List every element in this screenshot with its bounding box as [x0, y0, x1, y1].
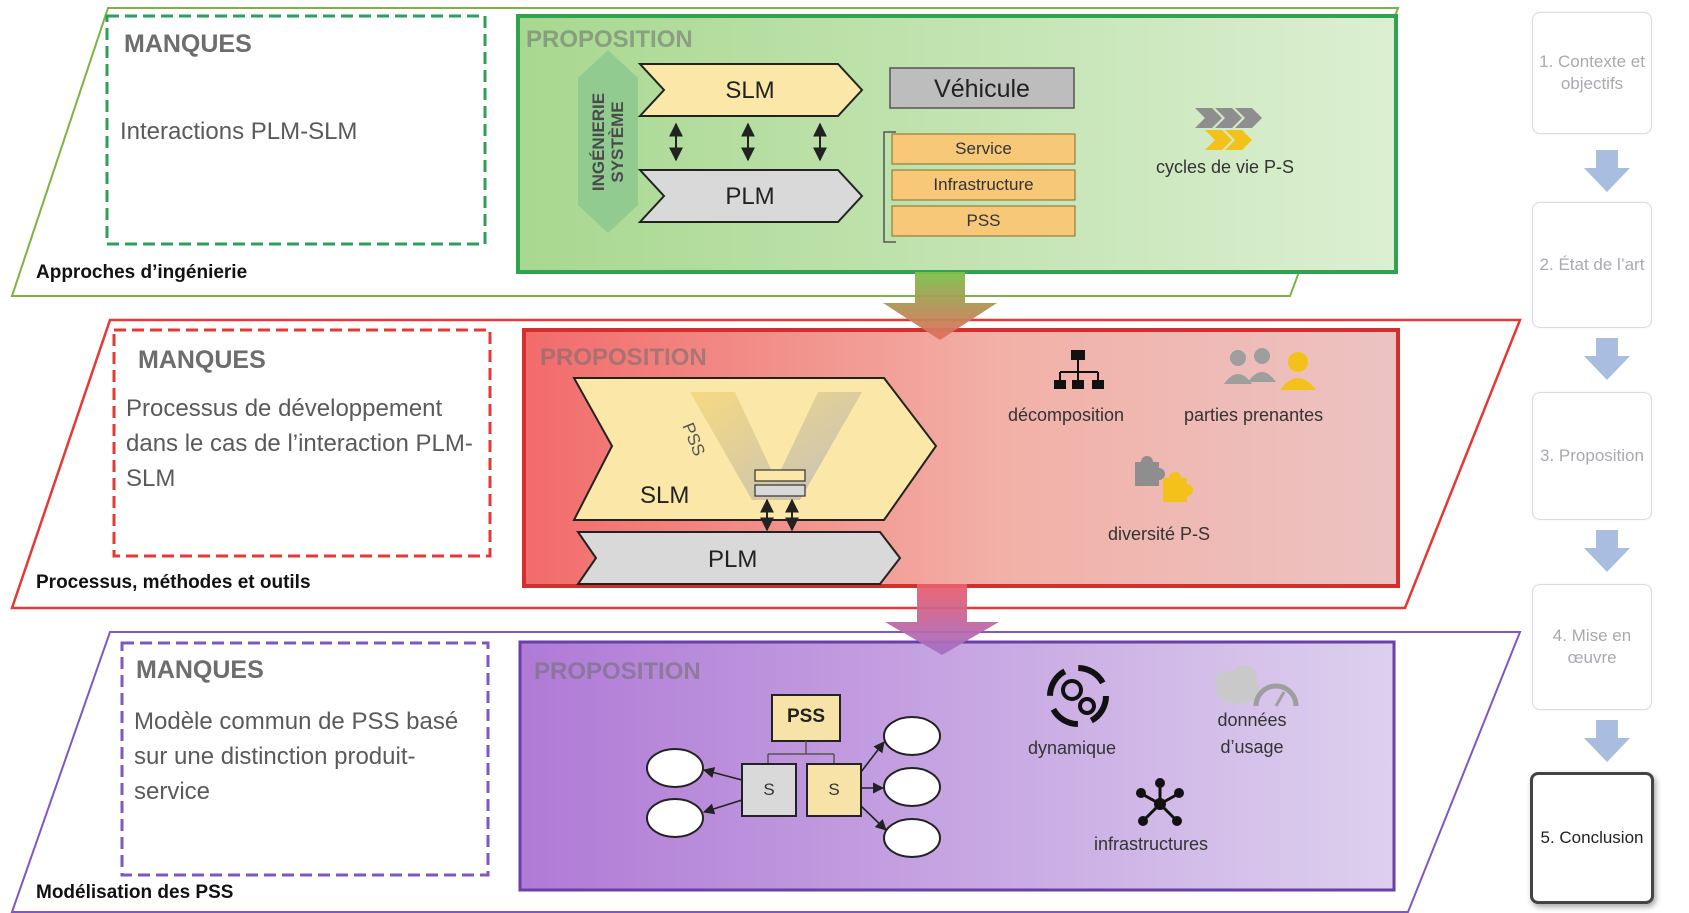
service-box — [891, 133, 1076, 165]
systems-engineering-label: INGÉNIERIE SYSTÈME — [581, 81, 635, 203]
sidebar-step-5[interactable]: 5. Conclusion — [1530, 772, 1654, 904]
plm-chevron-2 — [576, 531, 902, 585]
sidebar-step-2[interactable]: 2. État de l’art — [1532, 202, 1652, 328]
pss-node-label: PSS — [786, 706, 826, 727]
edge-2 — [702, 799, 743, 815]
service-label: Service — [955, 139, 1012, 158]
cycles-label: cycles de vie P-S — [1156, 157, 1295, 177]
dynamique-label: dynamique — [1028, 738, 1117, 758]
edge-1 — [702, 767, 743, 781]
manques-title-engineering: MANQUES — [124, 30, 252, 58]
gears-cycle-icon — [1047, 665, 1109, 727]
sidebar-step-1-label: 1. Contexte et objectifs — [1539, 52, 1645, 93]
pss-box — [891, 205, 1076, 237]
pss-label-1: PSS — [966, 211, 1001, 230]
ellipse-node-2 — [646, 798, 704, 838]
sidebar-arrow-3 — [1584, 530, 1630, 572]
s-node-2 — [806, 763, 862, 817]
cycles-icon — [1195, 108, 1262, 150]
sidebar-step-1[interactable]: 1. Contexte et objectifs — [1532, 12, 1652, 134]
diversity-label: diversité P-S — [1108, 524, 1211, 544]
edge-3 — [860, 741, 885, 773]
transition-arrow-2 — [885, 584, 999, 655]
systems-engineering-arrow — [578, 50, 638, 233]
proposition-title-engineering: PROPOSITION — [526, 26, 693, 53]
infrastructure-label: Infrastructure — [933, 175, 1034, 194]
band-label-process: Processus, méthodes et outils — [36, 572, 311, 593]
v-cycle-bar-2 — [754, 484, 806, 497]
ellipse-node-1 — [646, 748, 704, 788]
s-node-1-label: S — [763, 780, 775, 799]
decomposition-label: décomposition — [1008, 405, 1125, 425]
proposition-title-modeling: PROPOSITION — [534, 658, 701, 685]
sidebar-arrow-4 — [1584, 720, 1630, 762]
usage-label-1: données — [1217, 710, 1287, 730]
network-icon — [1136, 778, 1184, 826]
v-cycle-bar-1 — [754, 469, 806, 482]
slm-chevron-1 — [637, 63, 864, 117]
sidebar-arrow-1 — [1584, 150, 1630, 192]
plm-label-1: PLM — [725, 183, 775, 210]
vehicule-box — [889, 67, 1075, 109]
cloud-gauge-icon — [1215, 665, 1299, 707]
stakeholders-label: parties prenantes — [1184, 405, 1324, 425]
sidebar-step-4-label: 4. Mise en œuvre — [1552, 626, 1632, 667]
stack-bracket — [883, 131, 896, 243]
sidebar-step-5-label: 5. Conclusion — [1540, 828, 1644, 847]
s-node-2-label: S — [828, 780, 840, 799]
sidebar-step-3-label: 3. Proposition — [1540, 446, 1644, 465]
ellipse-node-4 — [883, 767, 941, 807]
slm-label-1: SLM — [725, 77, 775, 104]
sidebar-step-4[interactable]: 4. Mise en œuvre — [1532, 584, 1652, 710]
manques-text-process: Processus de développement dans le cas d… — [126, 395, 473, 492]
ellipse-node-3 — [883, 716, 941, 756]
plm-chevron-1 — [637, 169, 864, 223]
proposition-title-process: PROPOSITION — [540, 344, 707, 371]
stakeholders-icon — [1224, 348, 1316, 390]
transition-arrow-1 — [883, 272, 997, 340]
infrastructure-box — [891, 169, 1076, 201]
manques-text-modeling: Modèle commun de PSS basé sur une distin… — [134, 708, 459, 805]
manques-box-modeling — [120, 641, 490, 877]
sidebar-step-2-label: 2. État de l’art — [1539, 255, 1645, 274]
hierarchy-icon — [1054, 350, 1104, 389]
manques-title-process: MANQUES — [138, 346, 266, 374]
slm-label-2: SLM — [640, 482, 690, 509]
pss-node — [771, 694, 841, 742]
infrastructures-label: infrastructures — [1094, 834, 1209, 854]
manques-box-engineering — [105, 14, 487, 246]
vehicule-label: Véhicule — [934, 75, 1030, 103]
manques-text-engineering: Interactions PLM-SLM — [120, 118, 358, 145]
manques-box-process — [112, 328, 492, 558]
usage-label-2: d’usage — [1220, 737, 1284, 757]
band-label-engineering: Approches d’ingénierie — [36, 262, 248, 283]
puzzle-icon — [1135, 456, 1193, 502]
plm-label-2: PLM — [708, 546, 758, 573]
sidebar-step-3[interactable]: 3. Proposition — [1532, 392, 1652, 520]
systems-engineering-line-1: INGÉNIERIE — [589, 92, 608, 192]
v-cycle-shape — [690, 392, 862, 500]
sidebar-arrow-2 — [1584, 338, 1630, 380]
ellipse-node-5 — [883, 818, 941, 858]
systems-engineering-line-2: SYSTÈME — [608, 101, 627, 183]
band-label-modeling: Modélisation des PSS — [36, 882, 234, 903]
s-node-1 — [741, 763, 797, 817]
manques-title-modeling: MANQUES — [136, 656, 264, 684]
edge-5 — [860, 805, 887, 831]
